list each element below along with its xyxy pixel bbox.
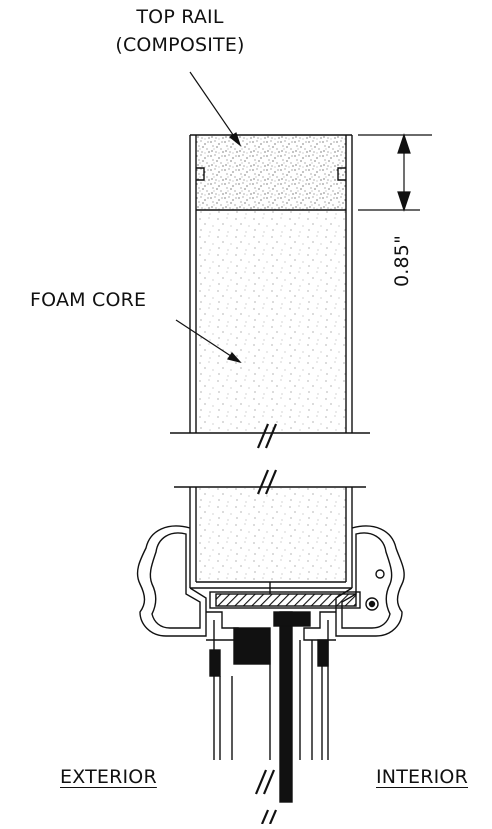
- foam-core-lower-fill: [196, 488, 346, 582]
- top-rail-label: TOP RAIL (COMPOSITE): [105, 6, 255, 56]
- top-rail-composite: [196, 136, 346, 210]
- interior-label: INTERIOR: [376, 766, 468, 788]
- foam-core-label: FOAM CORE: [30, 289, 147, 311]
- lower-section: [136, 486, 405, 803]
- right-notch: [337, 167, 346, 181]
- dimension-label: 0.85": [391, 234, 413, 288]
- top-rail-label-line2: (COMPOSITE): [115, 34, 245, 56]
- break-symbols: [254, 423, 278, 825]
- upper-section: [170, 134, 370, 434]
- foam-core-fill: [196, 211, 346, 433]
- dimension-marker: [358, 133, 432, 212]
- exterior-label: EXTERIOR: [60, 766, 157, 788]
- top-rail-label-line1: TOP RAIL: [136, 6, 224, 28]
- leaders: [175, 71, 242, 364]
- left-notch: [196, 167, 205, 181]
